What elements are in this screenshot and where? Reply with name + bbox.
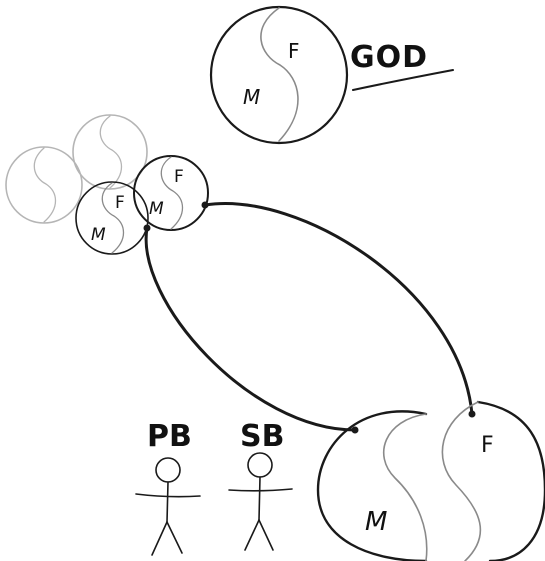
small-circle-mf-right: F M	[133, 155, 209, 231]
circle-cluster: F M F M	[5, 114, 209, 255]
connector-dot-upper-start	[201, 201, 209, 209]
small-circle-left-f-label: F	[115, 193, 125, 213]
large-circle-m-half	[316, 410, 428, 561]
small-circle-right-m-label: M	[149, 199, 164, 219]
stick-figure-sb	[228, 452, 293, 551]
connector-arc-upper	[203, 202, 474, 416]
connector-dot-lower-end	[351, 426, 359, 434]
small-circle-right-f-label: F	[174, 167, 184, 187]
large-circle-f-label: F	[481, 433, 494, 458]
god-circle-m-label: M	[243, 85, 260, 109]
god-label: GOD	[350, 40, 428, 75]
god-underline	[352, 69, 454, 91]
connector-dot-lower-start	[143, 224, 151, 232]
small-circle-mf-left: F M	[75, 181, 149, 255]
sb-label: SB	[240, 419, 284, 454]
connector-arc-lower	[144, 226, 357, 432]
large-circle-m-label: M	[365, 507, 387, 537]
large-circle-f-half	[476, 400, 545, 561]
stick-figure-pb	[135, 457, 201, 556]
pale-circle-left	[5, 146, 83, 224]
god-circle-f-label: F	[288, 39, 300, 63]
large-split-circle: M F	[316, 400, 545, 561]
connector-dot-upper-end	[468, 410, 476, 418]
pale-circle-top	[72, 114, 148, 190]
god-circle: F M	[209, 5, 349, 145]
small-circle-left-m-label: M	[91, 225, 106, 245]
pb-label: PB	[147, 419, 192, 454]
